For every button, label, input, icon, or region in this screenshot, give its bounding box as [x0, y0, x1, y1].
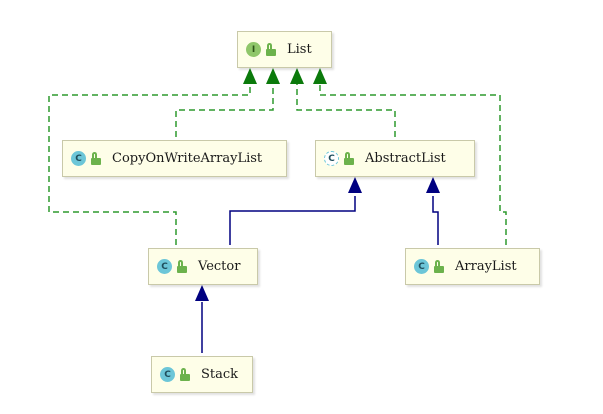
extends-edge-arraylist-abstractlist: [432, 196, 439, 245]
class-icon: C: [157, 259, 172, 274]
public-lock-icon: [177, 260, 187, 273]
implements-arrowhead-2: [266, 68, 280, 84]
node-list[interactable]: I List: [237, 31, 332, 68]
node-label-abstractlist: AbstractList: [365, 151, 446, 166]
public-lock-icon: [91, 152, 101, 165]
implements-edge-abstractlist-list: [296, 72, 396, 137]
interface-icon: I: [246, 42, 261, 57]
relationship-edges: [48, 68, 507, 353]
implements-edge-copyonwrite-list: [175, 72, 274, 137]
implements-arrowhead-3: [290, 68, 304, 84]
node-label-copyonwritearraylist: CopyOnWriteArrayList: [112, 151, 263, 166]
abstract-class-icon: C: [324, 151, 339, 166]
class-icon: C: [414, 259, 429, 274]
public-lock-icon: [266, 43, 276, 56]
public-lock-icon: [180, 368, 190, 381]
node-arraylist[interactable]: C ArrayList: [405, 248, 540, 285]
extends-edge-vector-abstractlist: [229, 196, 356, 245]
node-abstractlist[interactable]: C AbstractList: [315, 140, 475, 177]
node-copyonwritearraylist[interactable]: C CopyOnWriteArrayList: [62, 140, 287, 177]
node-vector[interactable]: C Vector: [148, 248, 258, 285]
public-lock-icon: [344, 152, 354, 165]
node-label-arraylist: ArrayList: [455, 259, 517, 274]
implements-edge-vector-list: [48, 72, 251, 245]
node-stack[interactable]: C Stack: [151, 356, 253, 393]
node-label-vector: Vector: [198, 259, 241, 274]
extends-arrowhead-abstractlist-left: [348, 177, 362, 193]
class-icon: C: [71, 151, 86, 166]
extends-arrowhead-vector: [195, 285, 209, 301]
node-label-stack: Stack: [201, 367, 239, 382]
class-icon: C: [160, 367, 175, 382]
implements-arrowhead-1: [243, 68, 257, 84]
public-lock-icon: [434, 260, 444, 273]
implements-arrowhead-4: [313, 68, 327, 84]
extends-arrowhead-abstractlist-right: [426, 177, 440, 193]
node-label-list: List: [287, 42, 312, 57]
